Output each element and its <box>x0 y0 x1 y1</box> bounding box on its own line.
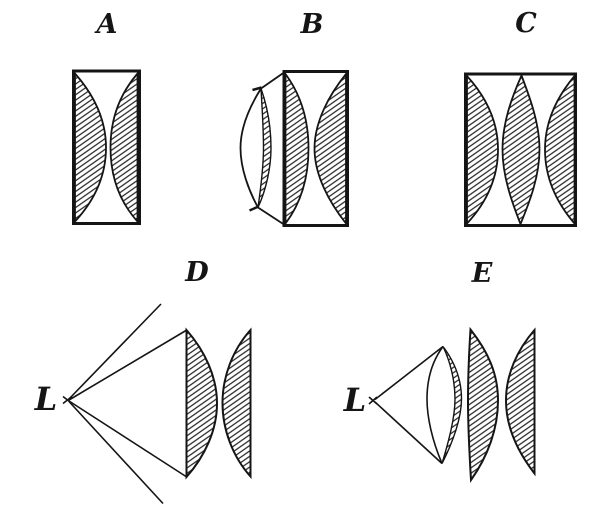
figure-b-label: B <box>300 9 324 40</box>
figure-e-ray-bottom <box>374 401 443 465</box>
figure-e-front-lens-profile <box>441 346 463 464</box>
figure-b-front-lens-profile <box>257 88 272 208</box>
figure-c-label: C <box>515 8 537 39</box>
figure-c-left-lens <box>466 73 499 226</box>
figure-d-front-lens <box>185 327 219 480</box>
figure-c-right-lens <box>544 73 576 226</box>
figure-e-ray-top <box>374 345 444 401</box>
figure-d-source-label: L <box>34 380 58 418</box>
figure-e-source-label: L <box>343 381 367 419</box>
figure-d-ray-outer-top <box>68 303 162 400</box>
figure-a-label: A <box>94 9 118 40</box>
figure-d-ray-lens-bottom <box>68 400 187 478</box>
figure-d-label: D <box>184 257 209 288</box>
figure-d: D L <box>34 257 252 505</box>
figure-b-frame <box>282 70 349 227</box>
figure-d-ray-outer-bottom <box>68 400 164 505</box>
figure-b-bottom-edge-line <box>257 206 285 226</box>
figure-a-right-lens <box>109 71 139 224</box>
figure-b-front-lens-top-tick <box>252 86 262 92</box>
figure-b-top-edge-line <box>260 71 285 90</box>
figure-b-middle-lens <box>284 71 310 227</box>
figure-d-rear-lens <box>221 327 252 480</box>
figure-d-ray-lens-top <box>68 329 187 401</box>
figure-b-front-lens-bottom-tick <box>248 205 260 212</box>
figure-b-front-lens-rim <box>239 88 262 208</box>
figure-a: A <box>72 9 141 225</box>
figure-e: E L <box>343 258 536 483</box>
figure-e-rear-lens <box>504 327 536 477</box>
figure-e-middle-lens <box>466 326 500 483</box>
figure-b-right-lens <box>313 71 347 227</box>
figure-c: C <box>464 8 577 227</box>
figure-a-frame <box>72 69 141 225</box>
figure-e-label: E <box>471 258 493 289</box>
figure-c-middle-lens <box>501 73 541 227</box>
figure-b: B <box>239 9 349 227</box>
figure-e-front-lens-rim <box>426 346 444 464</box>
figure-a-left-lens <box>74 71 107 224</box>
